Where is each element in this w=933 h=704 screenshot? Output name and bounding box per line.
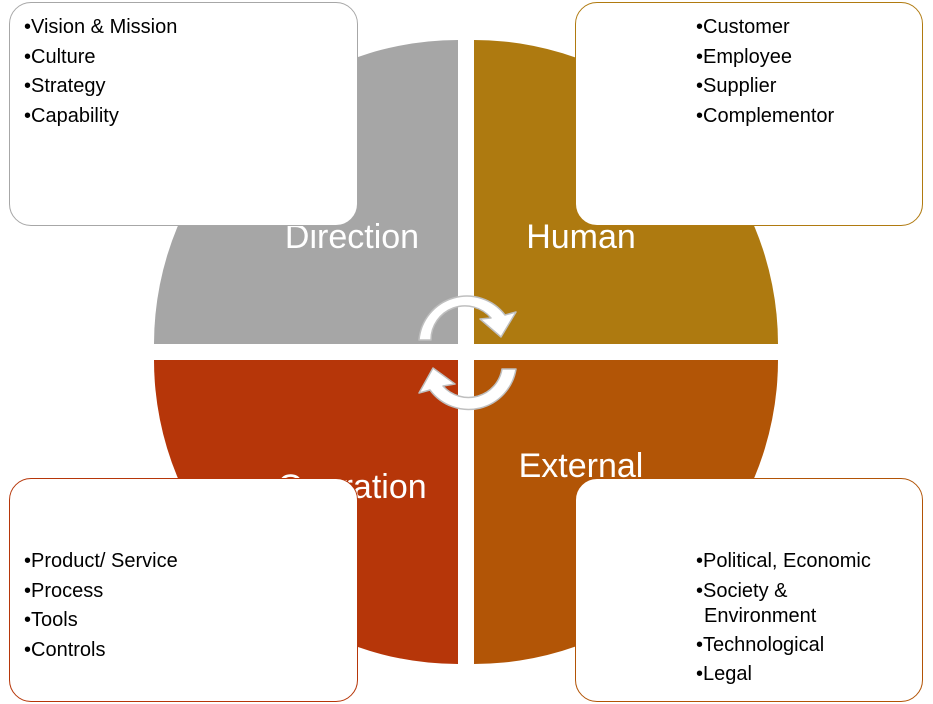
lower-arrow-icon [418, 367, 517, 411]
list-item: •Culture [24, 45, 96, 68]
list-item: •Process [24, 579, 104, 602]
list-item-continuation: Environment [704, 604, 817, 627]
list-item: •Capability [24, 104, 119, 127]
operation-details-box: •Product/ Service •Process •Tools •Contr… [9, 478, 358, 702]
list-item: •Employee [696, 45, 792, 68]
list-item: •Vision & Mission [24, 16, 178, 38]
list-item: •Political, Economic [696, 550, 871, 572]
list-item: •Legal [696, 663, 752, 685]
list-item-line: •Society & [696, 579, 788, 602]
list-item: •Complementor [696, 104, 835, 127]
list-item: •Technological [696, 633, 825, 656]
upper-arrow-icon [418, 295, 517, 341]
list-item: •Product/ Service [24, 550, 178, 572]
human-details-box: •Customer •Employee •Supplier •Complemen… [575, 2, 923, 226]
external-details-box: •Political, Economic •Society & Environm… [575, 478, 923, 702]
list-item: •Tools [24, 609, 78, 631]
list-item: •Strategy [24, 75, 106, 97]
list-item: •Controls [24, 638, 106, 661]
circular-arrows-icon [418, 295, 517, 411]
list-item: •Supplier [696, 75, 777, 97]
direction-details-box: •Vision & Mission •Culture •Strategy •Ca… [9, 2, 358, 226]
list-item: •Society & Environment [696, 579, 922, 629]
list-item: •Customer [696, 16, 790, 38]
